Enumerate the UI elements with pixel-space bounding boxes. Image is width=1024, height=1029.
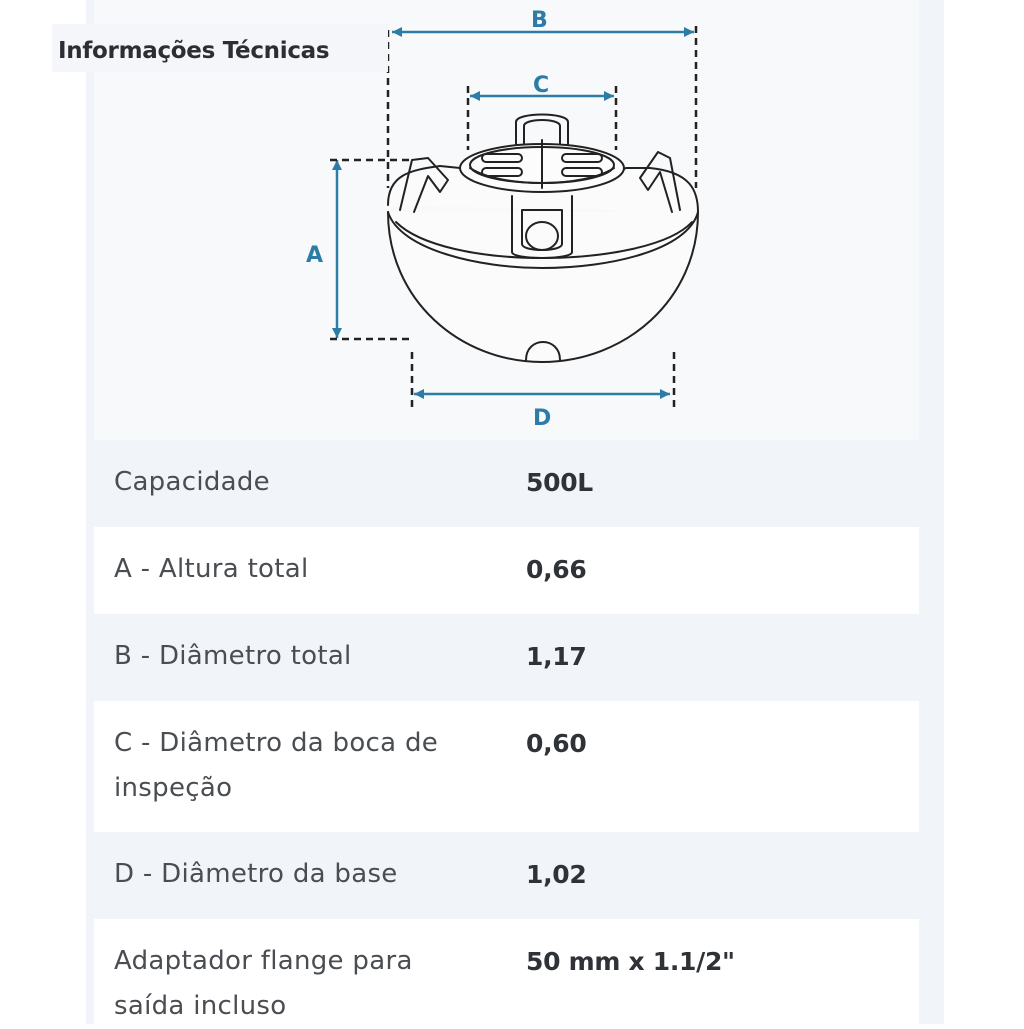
dimension-label-a: A [306, 243, 323, 268]
dimension-label-d: D [533, 406, 551, 431]
tank-illustration [387, 113, 699, 363]
spec-value: 50 mm x 1.1/2" [526, 947, 735, 976]
spec-label: Capacidade [114, 467, 270, 497]
dimension-label-b: B [531, 8, 548, 33]
spec-row-total-diameter: B - Diâmetro total 1,17 [94, 614, 919, 701]
spec-label: C - Diâmetro da boca de inspeção [114, 728, 439, 803]
tank-diagram: B C A D [306, 8, 699, 431]
spec-row-capacity: Capacidade 500L [94, 440, 919, 527]
spec-label: D - Diâmetro da base [114, 859, 398, 889]
spec-row-inspection-diameter: C - Diâmetro da boca de inspeção 0,60 [94, 701, 919, 832]
spec-value: 0,66 [526, 555, 587, 584]
spec-row-base-diameter: D - Diâmetro da base 1,02 [94, 832, 919, 919]
dimension-label-c: C [533, 73, 549, 98]
spec-row-height: A - Altura total 0,66 [94, 527, 919, 614]
spec-label: B - Diâmetro total [114, 641, 352, 671]
section-title: Informações Técnicas [52, 24, 388, 72]
spec-value: 0,60 [526, 729, 587, 758]
extension-lines [330, 26, 698, 412]
dimension-lines [332, 27, 694, 399]
spec-row-flange-adapter: Adaptador flange para saída incluso 50 m… [94, 919, 919, 1024]
spec-value: 1,02 [526, 860, 587, 889]
spec-value: 500L [526, 468, 593, 497]
spec-label: Adaptador flange para saída incluso [114, 946, 413, 1021]
spec-label: A - Altura total [114, 554, 309, 584]
spec-value: 1,17 [526, 642, 587, 671]
